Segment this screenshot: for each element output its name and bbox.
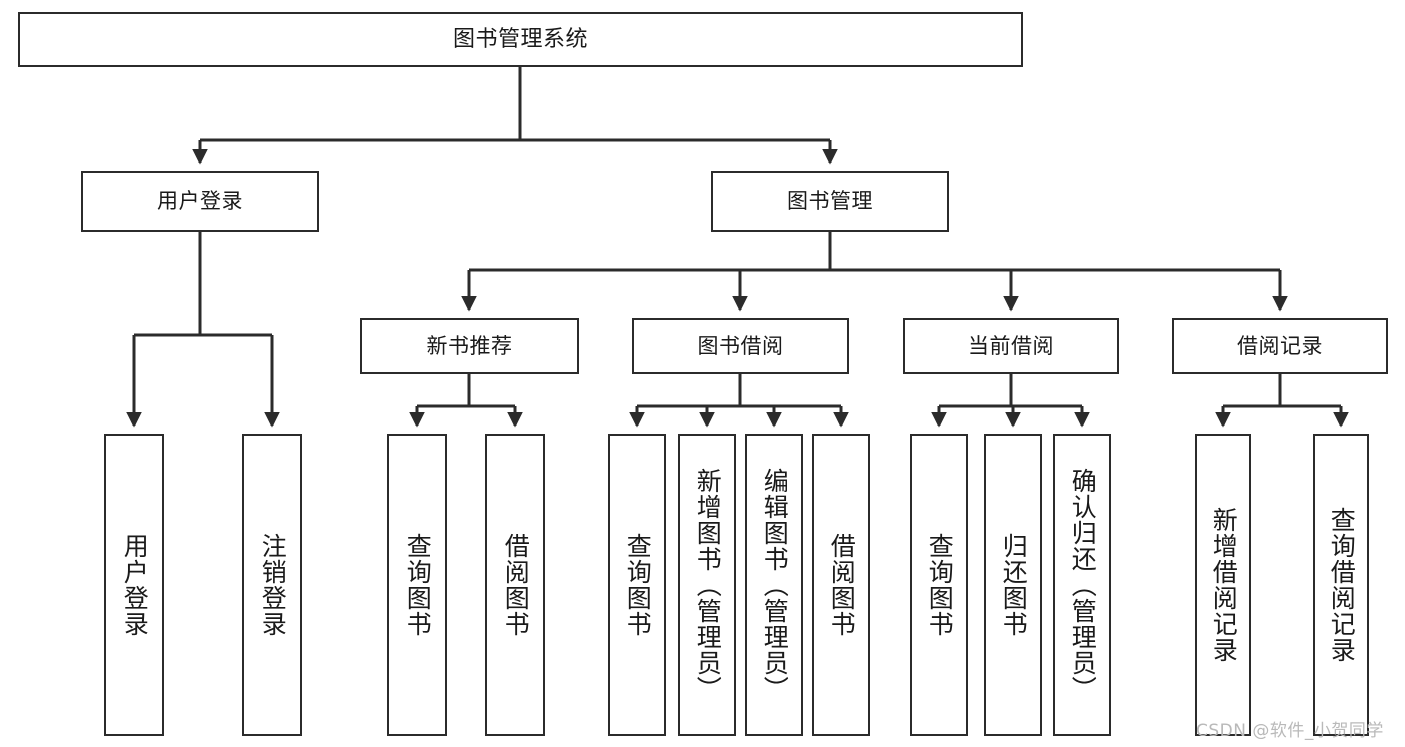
node-current-borrow[interactable]: 当前借阅: [903, 318, 1119, 374]
node-label: 新增图书（管理员）: [693, 468, 723, 702]
node-label: 借阅图书: [501, 533, 531, 637]
node-leaf-query-book-1[interactable]: 查询图书: [387, 434, 447, 736]
node-borrow-record[interactable]: 借阅记录: [1172, 318, 1388, 374]
node-leaf-confirm-return[interactable]: 确认归还（管理员）: [1053, 434, 1111, 736]
node-label: 查询图书: [403, 533, 433, 637]
node-label: 用户登录: [157, 189, 243, 214]
node-leaf-borrow-book-1[interactable]: 借阅图书: [485, 434, 545, 736]
node-leaf-add-book[interactable]: 新增图书（管理员）: [678, 434, 736, 736]
node-label: 新书推荐: [426, 333, 513, 358]
node-label: 图书借阅: [697, 333, 784, 358]
node-leaf-query-book-2[interactable]: 查询图书: [608, 434, 666, 736]
node-label: 借阅图书: [827, 533, 857, 637]
node-leaf-borrow-book-2[interactable]: 借阅图书: [812, 434, 870, 736]
csdn-watermark: CSDN @软件_小贺同学: [1196, 721, 1384, 741]
node-label: 注销登录: [258, 533, 288, 637]
node-new-book-rec[interactable]: 新书推荐: [360, 318, 579, 374]
node-label: 新增借阅记录: [1209, 507, 1239, 663]
node-label: 查询图书: [623, 533, 653, 637]
node-label: 当前借阅: [968, 333, 1054, 358]
node-leaf-user-logout[interactable]: 注销登录: [242, 434, 302, 736]
node-label: 编辑图书（管理员）: [760, 468, 790, 702]
node-book-manage[interactable]: 图书管理: [711, 171, 949, 232]
node-label: 图书管理系统: [452, 26, 588, 52]
node-book-borrow[interactable]: 图书借阅: [632, 318, 849, 374]
node-label: 用户登录: [120, 533, 150, 637]
node-label: 查询借阅记录: [1327, 507, 1357, 663]
node-root[interactable]: 图书管理系统: [18, 12, 1023, 67]
node-label: 图书管理: [787, 189, 873, 214]
node-leaf-return-book[interactable]: 归还图书: [984, 434, 1042, 736]
node-leaf-query-book-3[interactable]: 查询图书: [910, 434, 968, 736]
node-label: 借阅记录: [1237, 333, 1323, 358]
node-leaf-query-record[interactable]: 查询借阅记录: [1313, 434, 1369, 736]
node-leaf-add-record[interactable]: 新增借阅记录: [1195, 434, 1251, 736]
node-label: 确认归还（管理员）: [1068, 468, 1098, 702]
node-leaf-edit-book[interactable]: 编辑图书（管理员）: [745, 434, 803, 736]
node-user-login[interactable]: 用户登录: [81, 171, 319, 232]
node-label: 查询图书: [925, 533, 955, 637]
node-label: 归还图书: [999, 533, 1029, 637]
node-leaf-user-login[interactable]: 用户登录: [104, 434, 164, 736]
